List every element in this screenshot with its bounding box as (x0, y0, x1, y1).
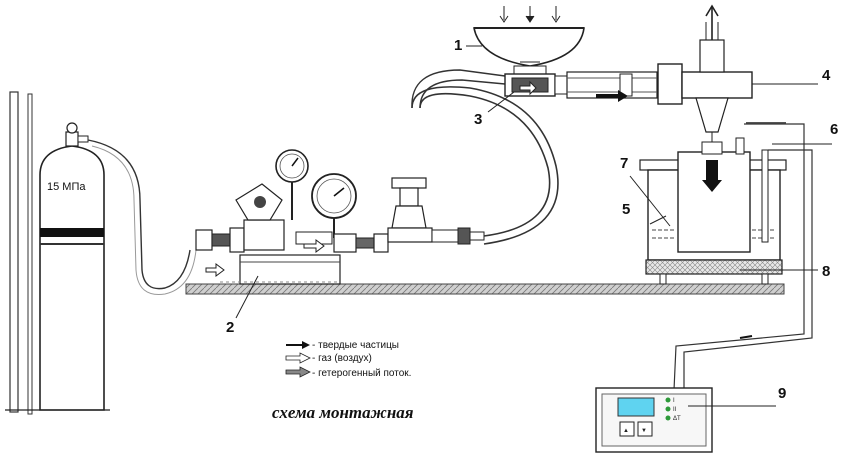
temperature-controller: ▲ ▼ I II ΔT (595, 387, 713, 453)
valve (387, 177, 485, 245)
callout-6: 6 (830, 121, 838, 138)
indicator-label-3: ΔT (673, 416, 681, 422)
indicator-label-1: I (673, 398, 675, 404)
indicator-label-2: II (673, 407, 677, 413)
sensor-cable (673, 123, 805, 391)
cylinder-hose (87, 139, 191, 290)
callout-9: 9 (778, 385, 786, 402)
callout-3: 3 (474, 111, 482, 128)
legend-gas: - газ (воздух) (312, 353, 372, 364)
gas-cylinder: 15 МПа (5, 91, 110, 415)
legend: - твердые частицы - газ (воздух) - гетер… (285, 340, 411, 379)
solid-arrow-icon (286, 341, 310, 349)
callout-1: 1 (454, 37, 462, 54)
controller-button-up (619, 421, 635, 437)
hollow-arrow-icon (285, 352, 311, 364)
cyclone-separator (657, 4, 753, 150)
cylinder-pressure-label: 15 МПа (47, 181, 86, 193)
hopper (473, 6, 585, 77)
gas-reducer-assembly (195, 149, 389, 285)
controller-display (617, 397, 655, 417)
callout-2: 2 (226, 319, 234, 336)
feed-hose (419, 92, 551, 237)
legend-solid-particles: - твердые частицы (312, 340, 399, 351)
ejector (504, 61, 658, 102)
legend-hetero: - гетерогенный поток. (312, 368, 411, 379)
callout-7: 7 (620, 155, 628, 172)
receiving-vessel (639, 122, 787, 261)
callout-5: 5 (622, 201, 630, 218)
callout-leaders (235, 45, 832, 407)
mounting-table (185, 283, 785, 295)
button-down-glyph: ▼ (641, 428, 647, 434)
diagram-caption: схема монтажная (272, 403, 414, 422)
hetero-arrow-icon (285, 366, 311, 378)
callout-8: 8 (822, 263, 830, 280)
heater-plate (645, 259, 783, 275)
controller-button-down (637, 421, 653, 437)
callout-4: 4 (822, 67, 831, 84)
button-up-glyph: ▲ (623, 428, 629, 434)
